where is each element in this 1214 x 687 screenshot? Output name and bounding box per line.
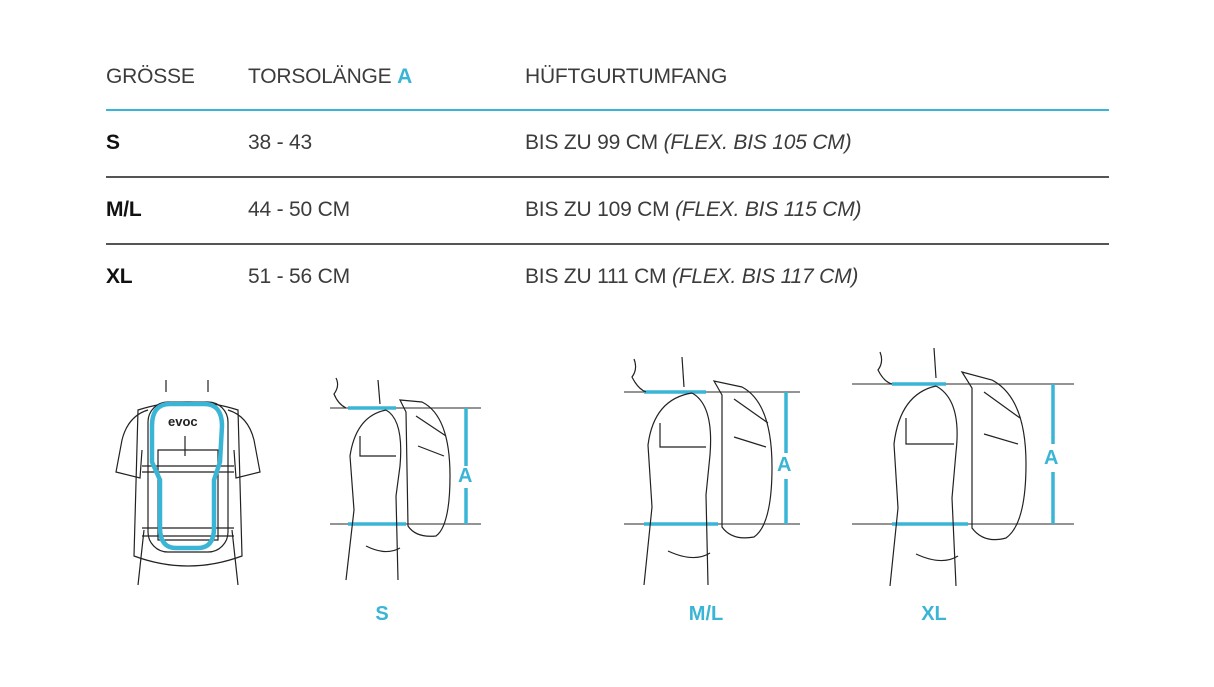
header-torso-label: TORSOLÄNGE xyxy=(248,65,392,88)
hip-cell: BIS ZU 99 CM (FLEX. BIS 105 CM) xyxy=(525,131,852,155)
size-cell: S xyxy=(106,131,120,154)
side-view-xl: A xyxy=(850,348,1076,590)
size-cell: M/L xyxy=(106,198,142,221)
header-torso: TORSOLÄNGE A xyxy=(248,65,412,89)
size-label-s: S xyxy=(375,603,389,625)
header-hip: HÜFTGURTUMFANG xyxy=(525,65,728,88)
hip-flex-value: (FLEX. BIS 117 CM) xyxy=(671,265,859,288)
table-row: M/L 44 - 50 CM BIS ZU 109 CM (FLEX. BIS … xyxy=(106,178,1109,245)
size-cell: XL xyxy=(106,265,133,288)
torso-marker-icon: A xyxy=(458,465,472,487)
hip-value: BIS ZU 111 CM xyxy=(525,265,667,288)
back-view-illustration: evoc xyxy=(108,380,268,590)
torso-marker-icon: A xyxy=(777,454,791,476)
table-header: GRÖSSE TORSOLÄNGE A HÜFTGURTUMFANG xyxy=(106,56,1109,111)
torso-cell: 51 - 56 CM xyxy=(248,265,350,288)
size-label-ml: M/L xyxy=(688,603,724,625)
hip-value: BIS ZU 109 CM xyxy=(525,198,670,221)
table-row: S 38 - 43 BIS ZU 99 CM (FLEX. BIS 105 CM… xyxy=(106,111,1109,178)
side-view-s: A xyxy=(326,376,486,588)
hip-flex-value: (FLEX. BIS 105 CM) xyxy=(663,131,852,154)
torso-cell: 44 - 50 CM xyxy=(248,198,350,221)
size-label-xl: XL xyxy=(921,603,947,625)
torso-marker: A xyxy=(397,65,413,88)
torso-marker-icon: A xyxy=(1044,447,1058,469)
brand-logo: evoc xyxy=(168,414,198,429)
header-size: GRÖSSE xyxy=(106,65,195,88)
side-view-ml: A xyxy=(622,355,808,590)
size-table: GRÖSSE TORSOLÄNGE A HÜFTGURTUMFANG S 38 … xyxy=(106,56,1109,310)
hip-cell: BIS ZU 109 CM (FLEX. BIS 115 CM) xyxy=(525,198,862,222)
hip-cell: BIS ZU 111 CM (FLEX. BIS 117 CM) xyxy=(525,265,858,289)
table-row: XL 51 - 56 CM BIS ZU 111 CM (FLEX. BIS 1… xyxy=(106,245,1109,310)
hip-flex-value: (FLEX. BIS 115 CM) xyxy=(675,198,862,221)
torso-cell: 38 - 43 xyxy=(248,131,312,154)
hip-value: BIS ZU 99 CM xyxy=(525,131,658,154)
